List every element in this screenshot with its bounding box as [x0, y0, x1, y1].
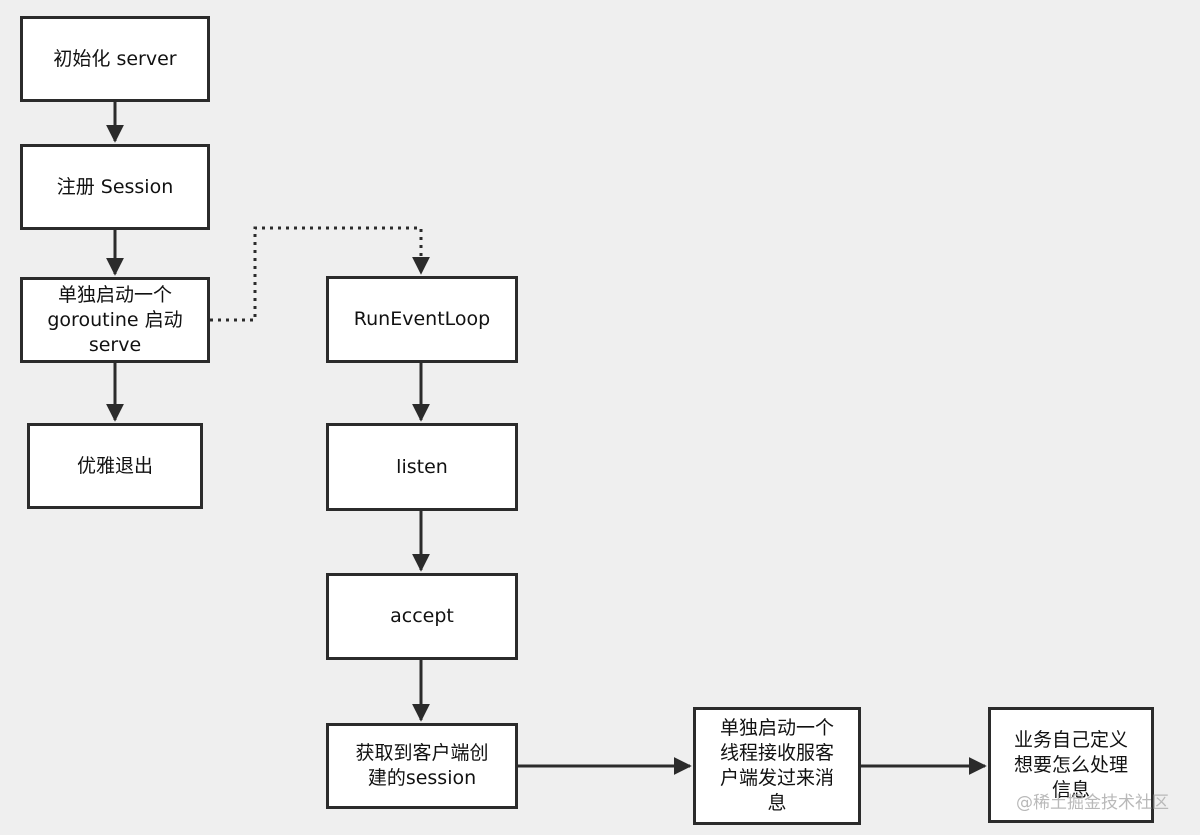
node-get-client-session: 获取到客户端创 建的session — [326, 723, 518, 809]
watermark: @稀土掘金技术社区 — [1016, 793, 1169, 813]
node-run-event-loop: RunEventLoop — [326, 276, 518, 363]
node-listen: listen — [326, 423, 518, 511]
node-accept: accept — [326, 573, 518, 660]
node-init-server: 初始化 server — [20, 16, 210, 102]
dotted-arrow-goroutine-to-runeventloop — [210, 226, 430, 322]
node-start-thread: 单独启动一个 线程接收服客 户端发过来消 息 — [693, 707, 861, 825]
node-register-session: 注册 Session — [20, 144, 210, 230]
node-start-goroutine: 单独启动一个 goroutine 启动 serve — [20, 277, 210, 363]
node-business-handle: 业务自己定义 想要怎么处理 信息 — [988, 707, 1154, 823]
node-graceful-exit: 优雅退出 — [27, 423, 203, 509]
